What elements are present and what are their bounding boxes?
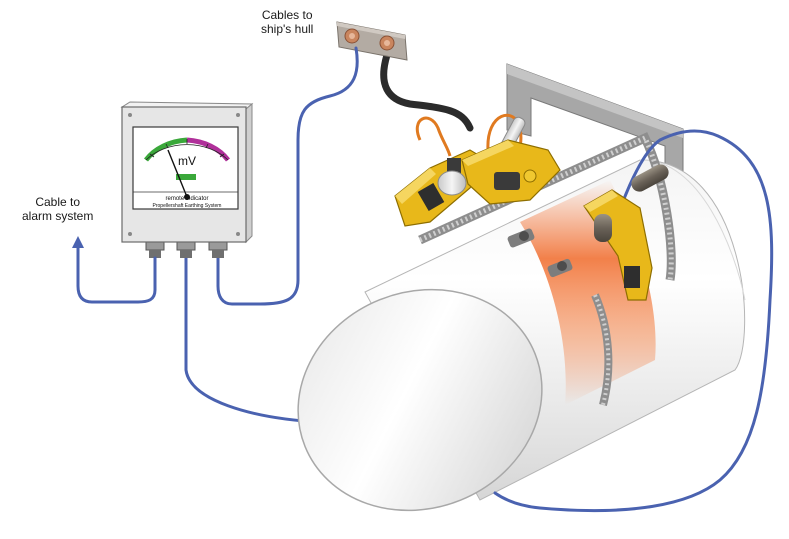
alarm-arrow-icon bbox=[72, 236, 84, 248]
hull-cables-line2: ship's hull bbox=[261, 22, 314, 36]
shaft-return-cable bbox=[184, 256, 320, 424]
hull-signal-cable bbox=[216, 46, 359, 306]
meter-needle bbox=[167, 149, 188, 198]
hull-cables-line1: Cables to bbox=[261, 8, 313, 22]
alarm-cable bbox=[76, 244, 157, 304]
wrap-around-cable bbox=[493, 129, 774, 513]
hull-cables-callout: Cables to ship's hull bbox=[261, 8, 313, 36]
brush-holder-center bbox=[461, 113, 561, 205]
meter-panel-line1: remote indicator bbox=[165, 196, 208, 202]
alarm-cable-callout: Cable to alarm system bbox=[22, 195, 93, 223]
alarm-cable-line2: alarm system bbox=[22, 209, 94, 223]
meter-panel-line2: Propellershaft Earthing System bbox=[153, 203, 222, 209]
alarm-cable-line1: Cable to bbox=[35, 195, 81, 209]
hull-terminal-block bbox=[336, 21, 408, 61]
brush-holder-right bbox=[583, 164, 669, 301]
propeller-shaft bbox=[297, 132, 746, 512]
monitoring-unit bbox=[120, 101, 254, 258]
hull-earthing-cable bbox=[380, 51, 474, 132]
meter-unit-label: mV bbox=[178, 154, 196, 168]
